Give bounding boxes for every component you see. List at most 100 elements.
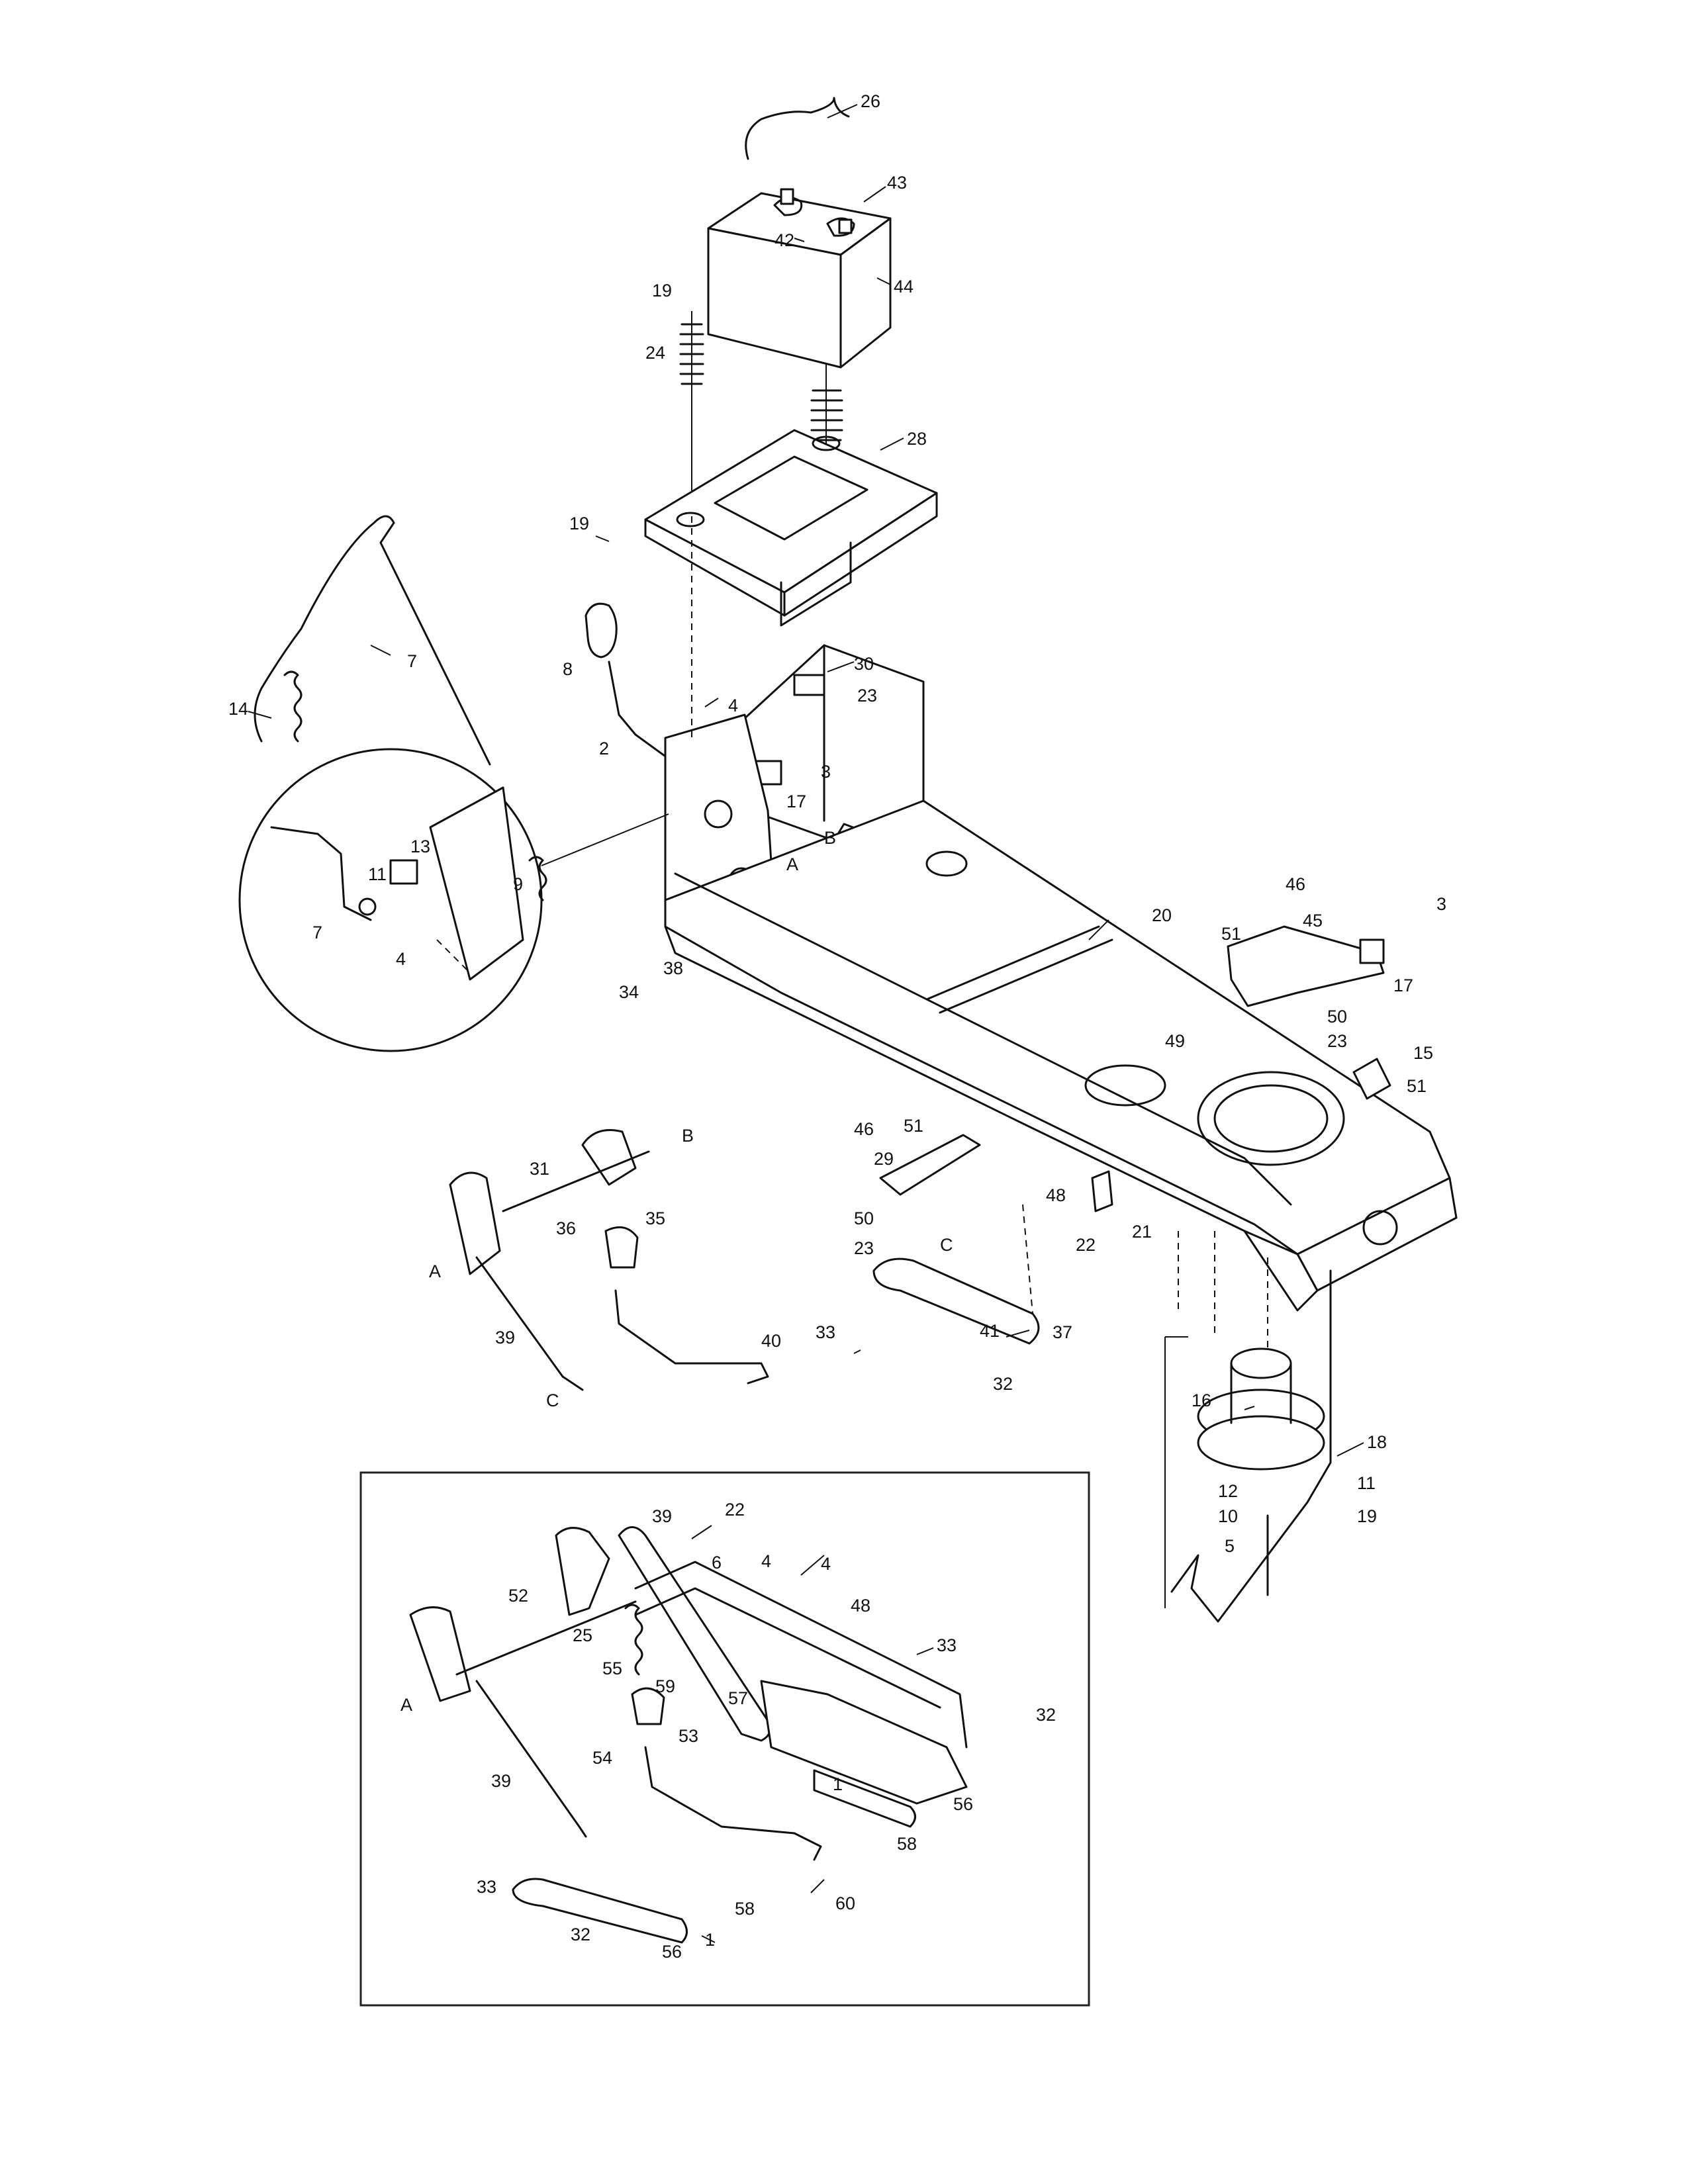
bracket-29 bbox=[879, 1134, 981, 1196]
inset-frame bbox=[359, 1471, 1090, 2007]
callout-41: 41 bbox=[980, 1321, 1000, 1341]
callout-40: 40 bbox=[761, 1331, 781, 1351]
callout-3: 3 bbox=[1436, 894, 1446, 914]
callout-33: 33 bbox=[937, 1635, 957, 1655]
callout-17: 17 bbox=[786, 792, 806, 811]
callout-39: 39 bbox=[495, 1328, 515, 1347]
callout-17: 17 bbox=[1393, 976, 1413, 995]
callout-28: 28 bbox=[907, 429, 927, 449]
callout-23: 23 bbox=[857, 686, 877, 705]
battery-tray bbox=[644, 429, 938, 627]
battery-cable bbox=[745, 97, 850, 160]
callout-44: 44 bbox=[894, 277, 914, 296]
callout-59: 59 bbox=[655, 1676, 675, 1696]
callout-11: 11 bbox=[1357, 1473, 1376, 1493]
callout-A: A bbox=[429, 1261, 441, 1281]
callout-4: 4 bbox=[396, 949, 406, 969]
callout-37: 37 bbox=[1053, 1322, 1072, 1342]
callout-60: 60 bbox=[835, 1893, 855, 1913]
callout-15: 15 bbox=[1413, 1043, 1433, 1063]
callout-5: 5 bbox=[1225, 1536, 1235, 1556]
callout-1: 1 bbox=[705, 1930, 715, 1950]
callout-22: 22 bbox=[725, 1500, 745, 1520]
callout-3: 3 bbox=[821, 762, 831, 782]
callout-48: 48 bbox=[851, 1596, 870, 1615]
callout-55: 55 bbox=[602, 1659, 622, 1678]
callout-58: 58 bbox=[735, 1899, 755, 1919]
engine-pulley bbox=[1197, 1347, 1325, 1471]
callout-18: 18 bbox=[1367, 1432, 1387, 1452]
callout-30: 30 bbox=[854, 654, 874, 674]
callout-C: C bbox=[546, 1390, 559, 1410]
callout-43: 43 bbox=[887, 173, 907, 193]
callout-2: 2 bbox=[599, 739, 609, 758]
hold-down-spring-left bbox=[679, 311, 704, 516]
callout-19: 19 bbox=[1357, 1506, 1377, 1526]
callout-12: 12 bbox=[1218, 1481, 1238, 1501]
control-cable bbox=[254, 515, 491, 766]
callout-26: 26 bbox=[861, 91, 880, 111]
callout-39: 39 bbox=[491, 1771, 511, 1791]
callout-C: C bbox=[940, 1235, 953, 1255]
main-frame bbox=[664, 799, 1458, 1312]
callout-9: 9 bbox=[513, 874, 523, 894]
callout-A: A bbox=[786, 854, 798, 874]
callout-38: 38 bbox=[663, 958, 683, 978]
seat-bracket bbox=[1227, 925, 1385, 1007]
callout-19: 19 bbox=[569, 514, 589, 533]
callout-42: 42 bbox=[774, 230, 794, 250]
callout-7: 7 bbox=[407, 651, 417, 671]
callout-14: 14 bbox=[228, 699, 248, 719]
callout-52: 52 bbox=[508, 1586, 528, 1606]
callout-23: 23 bbox=[1327, 1031, 1347, 1051]
callout-46: 46 bbox=[854, 1119, 874, 1139]
seat-switch bbox=[1359, 938, 1385, 964]
callout-19: 19 bbox=[652, 281, 672, 300]
callout-A: A bbox=[400, 1695, 412, 1715]
callout-32: 32 bbox=[1036, 1705, 1056, 1725]
brake-link bbox=[872, 1257, 1040, 1345]
callout-21: 21 bbox=[1132, 1222, 1152, 1242]
callout-13: 13 bbox=[410, 837, 430, 856]
callout-33: 33 bbox=[816, 1322, 835, 1342]
callout-20: 20 bbox=[1152, 905, 1172, 925]
callout-29: 29 bbox=[874, 1149, 894, 1169]
inset-assembly bbox=[409, 1526, 968, 1944]
callout-32: 32 bbox=[993, 1374, 1013, 1394]
callout-B: B bbox=[824, 828, 836, 848]
callout-45: 45 bbox=[1303, 911, 1323, 931]
bracket-21 bbox=[1091, 1170, 1113, 1212]
callout-36: 36 bbox=[556, 1218, 576, 1238]
callout-46: 46 bbox=[1286, 874, 1305, 894]
callout-33: 33 bbox=[477, 1877, 496, 1897]
callout-4: 4 bbox=[761, 1551, 771, 1571]
callout-B: B bbox=[682, 1126, 694, 1146]
callout-11: 11 bbox=[368, 864, 387, 884]
callout-25: 25 bbox=[573, 1625, 592, 1645]
callout-8: 8 bbox=[563, 659, 573, 679]
bracket-15 bbox=[1352, 1058, 1391, 1100]
callout-10: 10 bbox=[1218, 1506, 1238, 1526]
callout-7: 7 bbox=[312, 923, 322, 942]
callout-35: 35 bbox=[645, 1208, 665, 1228]
callout-58: 58 bbox=[897, 1834, 917, 1854]
battery bbox=[707, 188, 892, 369]
callout-31: 31 bbox=[530, 1159, 549, 1179]
callout-54: 54 bbox=[592, 1748, 612, 1768]
callout-51: 51 bbox=[1407, 1076, 1427, 1096]
callout-22: 22 bbox=[1076, 1235, 1096, 1255]
callout-24: 24 bbox=[645, 343, 665, 363]
callout-49: 49 bbox=[1165, 1031, 1185, 1051]
callout-34: 34 bbox=[619, 982, 639, 1002]
callout-6: 6 bbox=[712, 1553, 722, 1572]
callout-56: 56 bbox=[953, 1794, 973, 1814]
speed-lever bbox=[614, 1289, 769, 1385]
callout-51: 51 bbox=[1221, 924, 1241, 944]
rod-18 bbox=[1170, 1269, 1332, 1623]
callout-57: 57 bbox=[728, 1688, 748, 1708]
callout-4: 4 bbox=[821, 1554, 831, 1574]
callout-1: 1 bbox=[833, 1774, 843, 1794]
callout-53: 53 bbox=[679, 1726, 698, 1746]
shift-knob bbox=[585, 602, 618, 659]
